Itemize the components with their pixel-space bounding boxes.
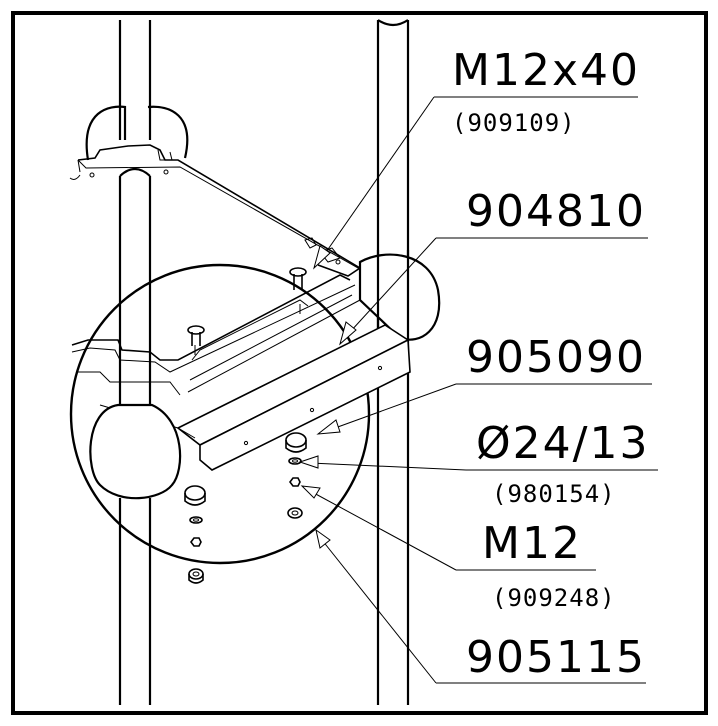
label-m12: M12 <box>482 518 582 569</box>
upper-left-pole <box>118 20 152 140</box>
left-pole-lower <box>89 167 182 705</box>
label-m12x40-code: (909109) <box>452 109 576 137</box>
leader-m12x40 <box>313 96 638 270</box>
label-washer: Ø24/13 <box>476 418 649 469</box>
drawing-border <box>11 11 708 715</box>
leader-905115 <box>315 528 646 684</box>
label-m12-code: (909248) <box>492 584 616 612</box>
leader-904810 <box>339 237 648 346</box>
upper-plate <box>69 144 366 277</box>
bolt-lower <box>187 325 205 346</box>
bolt-upper <box>289 267 307 290</box>
label-washer-code: (980154) <box>492 480 616 508</box>
label-904810: 904810 <box>466 186 646 237</box>
leader-washer <box>298 455 658 471</box>
label-905115: 905115 <box>466 632 646 683</box>
leader-905090 <box>316 383 652 435</box>
right-pole-clamp <box>358 250 441 341</box>
label-905090: 905090 <box>466 332 646 383</box>
leader-m12 <box>300 485 596 571</box>
hardware-left <box>184 485 206 584</box>
detail-circle <box>69 263 371 565</box>
hardware-right <box>285 432 307 519</box>
upper-clamp <box>85 105 189 161</box>
label-m12x40: M12x40 <box>452 45 640 96</box>
